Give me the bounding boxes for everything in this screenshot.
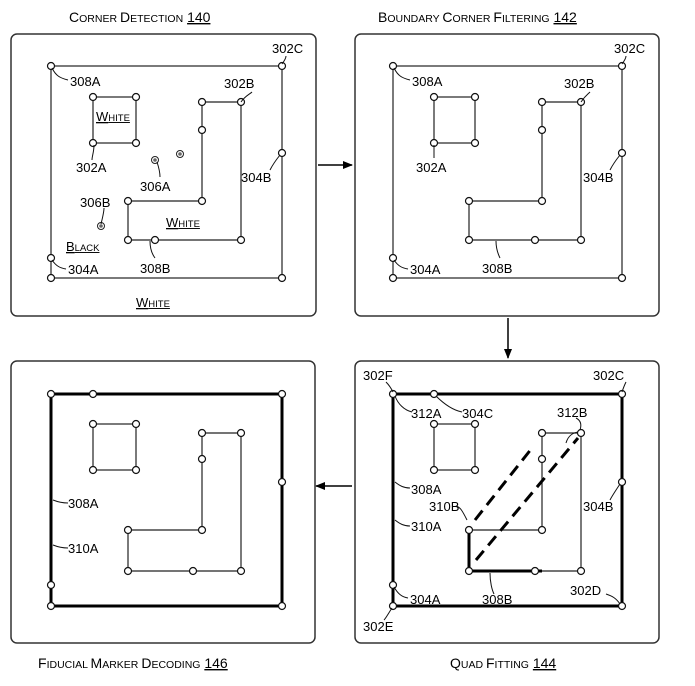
ref-302C: 302C (272, 41, 303, 56)
ref-302C: 302C (614, 41, 645, 56)
flow-arrows (315, 161, 512, 490)
marker-outline (50, 65, 283, 279)
label-black: BLACK (66, 239, 100, 254)
label-white-l-shape: WHITE (166, 215, 200, 230)
decoded-quad (49, 392, 284, 608)
ref-302C: 302C (593, 368, 624, 383)
inner-square (433, 423, 476, 471)
ref-312A: 312A (411, 406, 442, 421)
corner-points (46, 389, 287, 611)
ref-308B: 308B (482, 592, 512, 607)
ref-304A: 304A (410, 592, 441, 607)
ref-308A: 308A (68, 496, 99, 511)
ref-308A: 308A (412, 74, 443, 89)
ref-308B: 308B (482, 261, 512, 276)
fitted-quad (391, 392, 624, 608)
ref-304A: 304A (68, 262, 99, 277)
ref-302A: 302A (416, 160, 447, 175)
leader-lines (383, 381, 627, 621)
panel-boundary-corner-filtering: 308A 302B 302C 302A 304B 304A 308B (354, 33, 660, 317)
caption-boundary-corner-filtering: BOUNDARY CORNER FILTERING 142 (378, 9, 577, 25)
ref-302F: 302F (363, 368, 393, 383)
ref-302B: 302B (564, 76, 594, 91)
noise-points (97, 150, 184, 230)
dashed-fit-310B-upper (473, 447, 534, 521)
leader-lines (51, 55, 287, 270)
corner-points (46, 61, 287, 283)
panel-frame (10, 360, 316, 644)
label-white-inner: WHITE (96, 109, 130, 124)
leader-lines (52, 499, 69, 549)
ref-308A: 308A (411, 482, 442, 497)
ref-302E: 302E (363, 619, 394, 634)
ref-302D: 302D (570, 583, 601, 598)
corner-points (388, 61, 627, 283)
label-white-outer: WHITE (136, 295, 170, 310)
dashed-fit-310B-lower (474, 437, 580, 561)
ref-310A: 310A (411, 519, 442, 534)
panel-quad-fitting: 302F 302C 312A 304C 312B 308A 310B 310A … (354, 360, 660, 644)
ref-306A: 306A (140, 179, 171, 194)
panel-fiducial-marker-decoding: 308A 310A (10, 360, 316, 644)
inner-square (433, 96, 476, 144)
ref-308B: 308B (140, 261, 170, 276)
marker-outline (392, 65, 623, 279)
ref-306B: 306B (80, 195, 110, 210)
ref-310A: 310A (68, 541, 99, 556)
corner-points (388, 389, 627, 611)
ref-304B: 304B (241, 170, 271, 185)
ref-312B: 312B (557, 405, 587, 420)
ref-304C: 304C (462, 406, 493, 421)
leader-lines (393, 55, 627, 270)
panel-corner-detection: 308A 302B 302C 302A 306A 306B 304B 304A … (10, 33, 317, 317)
inner-square (92, 96, 137, 144)
ref-302A: 302A (76, 160, 107, 175)
caption-corner-detection: CORNER DETECTION 140 (69, 9, 211, 25)
caption-fiducial-marker-decoding: FIDUCIAL MARKER DECODING 146 (38, 655, 228, 671)
ref-304B: 304B (583, 170, 613, 185)
ref-302B: 302B (224, 76, 254, 91)
ref-308A: 308A (70, 74, 101, 89)
caption-quad-fitting: QUAD FITTING 144 (450, 655, 556, 671)
ref-304B: 304B (583, 499, 613, 514)
inner-square (92, 423, 137, 471)
ref-304A: 304A (410, 262, 441, 277)
ref-310B: 310B (429, 499, 459, 514)
